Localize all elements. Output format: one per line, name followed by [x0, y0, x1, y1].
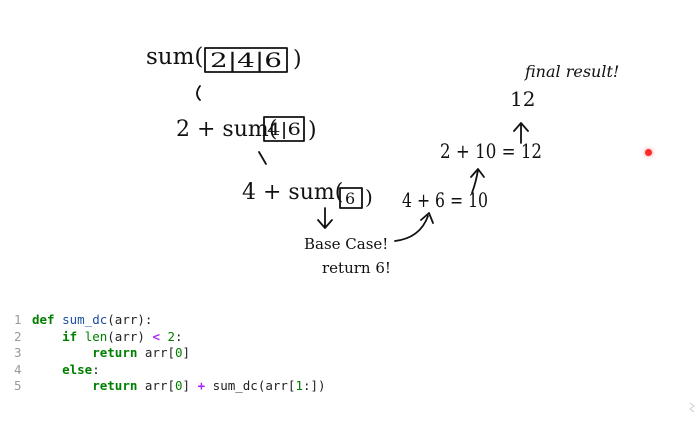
- connector-curve-1: [196, 85, 201, 101]
- line-number: 4: [14, 361, 22, 377]
- code-token: (arr):: [107, 312, 153, 327]
- code-token: [55, 312, 63, 329]
- level3-text: 4 + sum(: [242, 180, 343, 205]
- curved-arrow-up: [394, 212, 434, 242]
- code-token: +: [197, 378, 206, 393]
- line-number: 1: [14, 312, 22, 327]
- code-token: ]: [182, 378, 198, 393]
- code-line: 3 return arr[0]: [14, 345, 434, 362]
- line-number: 3: [14, 345, 22, 360]
- step-4-plus-6: 4 + 6 = 10: [402, 188, 488, 212]
- top-call-close: ): [293, 47, 302, 72]
- code-token: return: [92, 378, 138, 393]
- code-token: if: [62, 328, 78, 344]
- top-call-text: sum(: [146, 44, 203, 70]
- code-token: ]: [182, 345, 191, 360]
- code-token: sum_dc: [62, 312, 108, 327]
- base-case-label: Base Case!: [304, 235, 388, 253]
- code-token: sum_dc(arr[: [205, 378, 296, 393]
- code-token: 1: [295, 378, 303, 393]
- code-line: 5 return arr[0] + sum_dc(arr[1:]): [14, 378, 434, 395]
- code-token: :]): [302, 378, 326, 393]
- code-token: 0: [175, 345, 183, 360]
- code-token: else: [62, 361, 93, 377]
- corner-marker-icon: [689, 402, 695, 413]
- level2-array-box: [263, 116, 305, 142]
- connector-line-2: [258, 151, 267, 165]
- final-result-label: final result!: [524, 62, 619, 81]
- code-token: arr[: [137, 378, 176, 393]
- code-line: 2 if len(arr) < 2:: [14, 329, 434, 346]
- code-token: :: [92, 361, 100, 377]
- arrow-up-final: [513, 122, 529, 144]
- arrow-up-2: [470, 168, 485, 194]
- code-token: <: [152, 328, 160, 344]
- code-token: arr[: [137, 345, 176, 360]
- level2-text: 2 + sum(: [176, 117, 277, 142]
- code-token: 2: [167, 328, 176, 344]
- code-token: 0: [175, 378, 183, 393]
- code-token: :: [175, 328, 183, 344]
- code-token: def: [32, 312, 55, 327]
- code-token: [32, 362, 62, 379]
- code-token: [32, 329, 62, 346]
- down-arrow: [317, 207, 333, 229]
- code-token: [32, 345, 92, 362]
- laser-pointer-dot: [645, 149, 652, 156]
- code-token: len: [84, 328, 108, 344]
- code-token: return: [92, 345, 138, 360]
- code-token: [77, 329, 85, 346]
- level2-close: ): [308, 118, 317, 143]
- top-array-box: [204, 47, 288, 73]
- step-2-plus-10: 2 + 10 = 12: [440, 139, 542, 163]
- line-number: 5: [14, 378, 22, 393]
- level3-array-box: [339, 187, 363, 209]
- level3-close: ): [365, 185, 373, 209]
- final-value: 12: [510, 87, 535, 111]
- code-token: [32, 378, 92, 395]
- code-token: (arr): [107, 328, 153, 344]
- line-number: 2: [14, 328, 22, 344]
- code-line: 1 def sum_dc(arr):: [14, 312, 434, 329]
- code-token: [160, 329, 168, 346]
- level3-array-value: 6: [345, 189, 355, 208]
- level2-array-values: 4|6: [267, 120, 301, 140]
- top-array-values: 2|4|6: [210, 48, 282, 73]
- code-line: 4 else:: [14, 362, 434, 379]
- base-case-return: return 6!: [322, 259, 391, 277]
